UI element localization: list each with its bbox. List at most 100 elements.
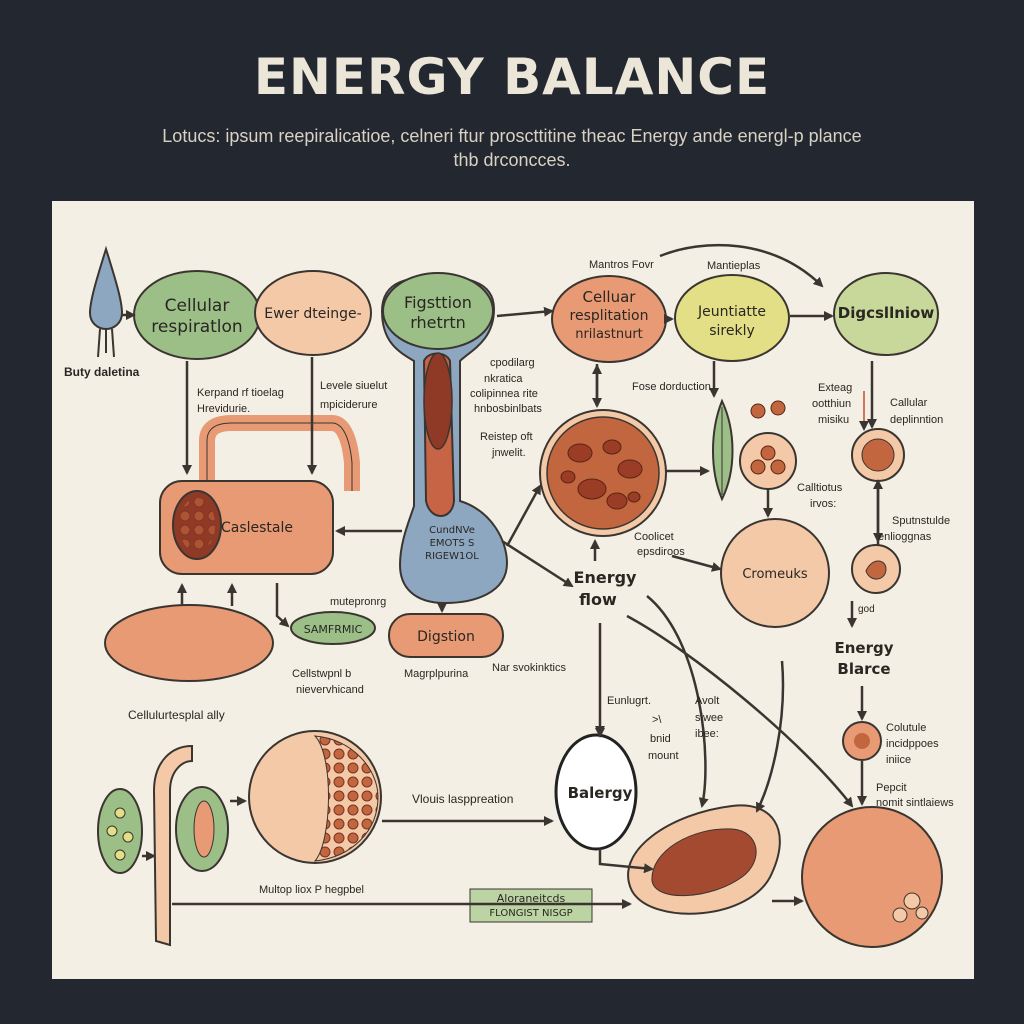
annot-popcit-1: Pepcit [876,782,907,794]
annot-sputnstride-1: Sputnstulde [892,515,950,527]
drop-stem-icon [97,328,115,358]
diagram-panel: Cellular respiratlon Ewer dteinge- Figst… [52,201,974,979]
label-energy-flow-2: flow [579,590,617,609]
node-small-cluster [739,432,797,490]
annot-mantros: Mantros Fovr [589,259,654,271]
annot-celistwpnl-1: Cellstwpnl b [292,668,351,680]
annot-exteag-2: ootthiun [812,398,851,410]
annot-coltutle-3: iniice [886,754,911,766]
label-cellular-right-3: nrilastnurt [575,327,643,342]
annot-cpodilarg-4: hnbosbinlbats [474,403,542,415]
label-ewer-dteinge: Ewer dteinge- [264,306,361,322]
annot-cellular-depletion-1: Callular [890,397,928,409]
annot-cpodilarg-3: colipinnea rite [470,388,538,400]
label-cundnve-3: RIGEW1OL [425,551,479,562]
label-digcsllniow: Digcsllniow [838,304,935,322]
label-balergy: Balergy [568,784,633,802]
annot-levere-1: Levele siuelut [320,380,387,392]
label-energy-balance-small-2: Blarce [837,660,890,678]
annot-mantieplas: Mantieplas [707,260,761,272]
annot-svokn: Nar svokinktics [492,662,566,674]
annot-cellular-espial: Cellulurtesplal ally [128,708,225,722]
label-samfrmic: SAMFRMIC [304,623,363,636]
label-cellular-right-1: Celluar [583,288,637,306]
annot-vlouis: Vlouis lasppreation [412,792,513,806]
annot-celluttus-2: irvos: [810,498,836,510]
annot-multop: Multop liox P hegpbel [259,884,364,896]
big-cell-organelles [560,439,643,510]
annot-fose: Fose dorduction [632,381,711,393]
annot-celluttus-1: Calltiotus [797,482,843,494]
label-box-2: FLONGIST NISGP [489,908,572,919]
node-digcsllniow [833,272,939,356]
annot-mutepronrg: mutepronrg [330,596,386,608]
node-salmon-ellipse [104,604,274,682]
energy-balance-diagram: Cellular respiratlon Ewer dteinge- Figst… [64,243,954,948]
label-energy-flow-1: Energy [574,568,638,587]
capsule-dots [106,807,134,861]
annot-eunluqt-3: bnid [650,733,671,745]
node-leaf [712,398,734,502]
node-pink-tube [152,744,193,947]
label-jeuntiatte-2: sirekly [709,323,755,339]
label-cundnve-1: CundNVe [429,525,475,536]
annot-kerpand-1: Kerpand rf tioelag [197,387,284,399]
annot-eunluqt-4: mount [648,750,679,762]
bottom-cell-grid [313,735,379,862]
annot-coltutle-2: incidppoes [886,738,939,750]
node-jeuntiatte [674,274,790,362]
node-samfrmic [290,611,376,645]
annot-levere-2: mpiciderure [320,399,377,411]
node-green-capsule [97,788,143,874]
node-digstion [388,613,504,658]
callular-cell-core [861,438,895,472]
node-ewer-dteinge [254,270,372,356]
annot-eunluqt-2: >\ [652,714,662,726]
hose-outline [206,422,353,491]
annot-celistwpnl-2: nievervhicand [296,684,364,696]
annot-cellular-depletion-2: deplinntion [890,414,943,426]
annot-god: god [858,604,875,615]
subtitle-line-2: thb drconcces. [453,150,571,170]
label-cellular-respiration-left-1: Cellular [165,296,230,316]
label-energy-balance-small-1: Energy [834,639,893,657]
annot-kerpand-2: Hrevidurie. [197,403,250,415]
annot-sputnstride-2: enlioggnas [878,531,932,543]
node-bottom-right-cell [801,806,943,948]
subtitle-line-1: Lotucs: ipsum reepiralicatioe, celneri f… [162,126,862,146]
label-jeuntiatte-1: Jeuntiatte [697,304,766,320]
annot-butty: Buty daletina [64,365,140,379]
label-figsttion-1: Figsttion [404,293,472,312]
arrows [122,243,883,909]
page-title: ENERGY BALANCE [253,48,771,106]
annot-reidsep-2: jnwelit. [491,447,526,459]
annot-reidsep-1: Reistep oft [480,431,533,443]
label-cellular-right-2: resplitation [570,308,649,324]
annot-cpodilarg-2: nkratica [484,373,523,385]
box-aloraneitcds [469,888,593,923]
annot-cpodilarg-1: cpodilarg [490,357,535,369]
figsttion-inner [423,352,453,450]
annot-exteag-3: misiku [818,414,849,426]
label-cundnve-2: EMOTS S [430,538,475,549]
node-cromeuks [720,518,830,628]
caslestale-organ-dots [179,498,215,552]
annot-coltutle-1: Colutule [886,722,926,734]
annot-eunluqt-1: Eunlugrt. [607,695,651,707]
kidney-core [651,828,757,897]
cluster-dots [750,400,786,475]
subtitle: Lotucs: ipsum reepiralicatioe, celneri f… [112,124,912,172]
label-figsttion-2: rhetrtn [410,313,466,332]
annot-avolt-3: ibee: [695,728,719,740]
annot-popcit-2: nomit sintlaiews [876,797,954,809]
sputnstulde-core [865,560,887,580]
label-caslestale: Caslestale [221,520,293,536]
annot-magrpoprira: Magrplpurina [404,668,469,680]
colutule-dot [854,733,870,749]
green-oval-core [193,800,215,858]
label-cellular-respiration-left-2: respiratlon [151,317,242,337]
drop-icon [88,245,124,331]
annot-coolicet-1: Coolicet [634,531,674,543]
annot-exteag-1: Exteag [818,382,852,394]
node-figsttion-top [382,272,494,350]
